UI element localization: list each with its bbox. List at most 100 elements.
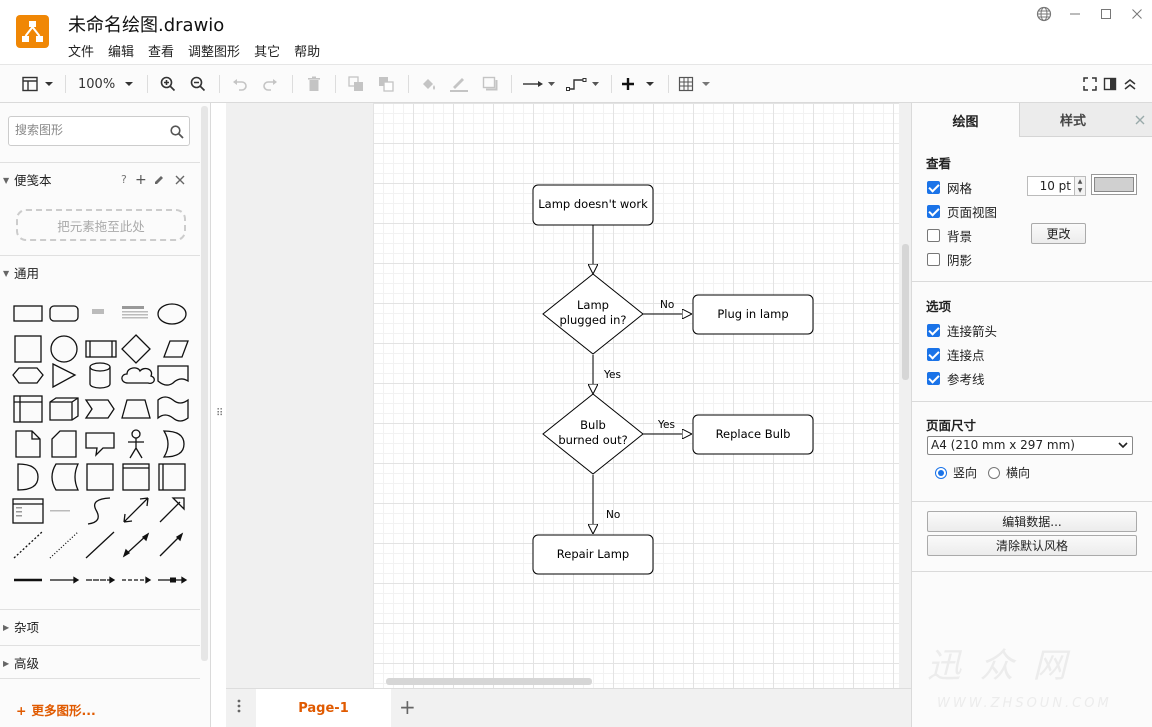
shape-triangle[interactable] [52, 362, 77, 389]
insert-plus-button[interactable] [622, 73, 658, 95]
close-window-icon[interactable] [1121, 0, 1152, 28]
tab-diagram[interactable]: 绘图 [912, 103, 1019, 137]
menu-view[interactable]: 查看 [148, 45, 175, 60]
connection-style-button[interactable] [522, 73, 556, 95]
waypoints-button[interactable] [566, 73, 600, 95]
shape-card[interactable] [51, 430, 77, 458]
canvas-horizontal-scrollbar[interactable] [386, 678, 592, 685]
grid-size-stepper[interactable]: ▲▼ [1075, 176, 1086, 196]
line-color-icon[interactable] [448, 73, 470, 95]
shape-container[interactable] [122, 463, 150, 491]
shape-text[interactable] [92, 309, 104, 314]
edge-label-yes-2[interactable]: Yes [657, 419, 675, 431]
node-repair-lamp[interactable]: Repair Lamp [532, 534, 654, 575]
shape-diamond[interactable] [121, 334, 151, 364]
zoom-dropdown[interactable]: 100% [78, 73, 136, 95]
shape-curve[interactable] [87, 497, 111, 525]
edit-pencil-icon[interactable] [153, 174, 165, 186]
shadow-checkbox[interactable] [927, 253, 940, 266]
shape-delay[interactable] [17, 463, 39, 491]
search-icon[interactable] [170, 125, 184, 139]
shape-list[interactable] [12, 498, 44, 524]
fill-color-icon[interactable] [418, 73, 440, 95]
zoom-out-icon[interactable] [188, 73, 208, 95]
shape-data-storage[interactable] [51, 463, 80, 491]
shape-swimlane[interactable] [158, 463, 186, 491]
shape-tape[interactable] [157, 396, 189, 422]
node-bulb-burned-out[interactable]: Bulb burned out? [542, 393, 644, 475]
landscape-radio-row[interactable]: 横向 [988, 464, 1030, 481]
shape-dotted-line[interactable] [49, 531, 79, 559]
connector-dashed-arrow[interactable] [122, 576, 152, 584]
connector-relation[interactable] [158, 576, 188, 584]
advanced-shapes-header[interactable]: ▶ 高级 [0, 645, 200, 679]
diagram-canvas[interactable]: No Yes Yes No Lamp doesn't work Lamp plu… [226, 103, 911, 688]
change-background-button[interactable]: 更改 [1031, 223, 1086, 244]
shape-cube[interactable] [49, 397, 79, 421]
shape-search-input[interactable] [15, 123, 165, 137]
portrait-radio[interactable] [935, 466, 947, 479]
menu-help[interactable]: 帮助 [294, 45, 321, 60]
shape-directional-line[interactable] [159, 532, 184, 557]
general-shapes-header[interactable]: ▼ 通用 [0, 255, 200, 289]
page-view-checkbox[interactable] [927, 205, 940, 218]
background-checkbox-row[interactable]: 背景 [927, 226, 972, 245]
undo-icon[interactable] [230, 73, 250, 95]
connection-arrows-row[interactable]: 连接箭头 [927, 321, 997, 340]
misc-shapes-header[interactable]: ▶ 杂项 [0, 609, 200, 643]
shape-textbox[interactable] [122, 306, 148, 319]
shadow-checkbox-row[interactable]: 阴影 [927, 250, 972, 269]
edge-label-no-1[interactable]: No [660, 299, 674, 311]
maximize-icon[interactable] [1090, 0, 1121, 28]
zoom-in-icon[interactable] [158, 73, 178, 95]
shape-dashed-line[interactable] [13, 531, 43, 559]
background-checkbox[interactable] [927, 229, 940, 242]
grid-color-picker[interactable] [1091, 174, 1137, 195]
node-lamp-doesnt-work[interactable]: Lamp doesn't work [532, 184, 654, 226]
view-format-button[interactable] [20, 73, 56, 95]
menu-arrange[interactable]: 调整图形 [188, 45, 241, 60]
shape-parallelogram[interactable] [163, 340, 189, 358]
shape-hexagon[interactable] [12, 367, 44, 384]
shape-internal-storage[interactable] [13, 395, 43, 423]
shape-bidirectional-arrow[interactable] [123, 497, 149, 523]
shape-note[interactable] [15, 430, 41, 458]
node-lamp-plugged-in[interactable]: Lamp plugged in? [542, 273, 644, 355]
language-globe-icon[interactable] [1028, 0, 1059, 28]
page-view-checkbox-row[interactable]: 页面视图 [927, 202, 997, 221]
shape-square[interactable] [14, 335, 42, 363]
collapse-toolbar-icon[interactable] [1122, 73, 1138, 95]
fullscreen-icon[interactable] [1082, 73, 1098, 95]
shape-callout[interactable] [85, 432, 115, 457]
close-icon[interactable] [1126, 103, 1152, 137]
connector-arrow[interactable] [50, 576, 80, 584]
shape-or[interactable] [162, 430, 185, 458]
delete-icon[interactable] [304, 73, 324, 95]
shape-actor[interactable] [128, 429, 144, 459]
tab-style[interactable]: 样式 [1019, 103, 1126, 137]
connection-points-row[interactable]: 连接点 [927, 345, 985, 364]
more-shapes-button[interactable]: +更多图形... [16, 700, 96, 719]
scratchpad-drop-zone[interactable]: 把元素拖至此处 [16, 209, 186, 241]
close-icon[interactable] [175, 175, 185, 185]
guides-checkbox[interactable] [927, 372, 940, 385]
sidebar-scrollbar[interactable] [201, 106, 208, 661]
guides-row[interactable]: 参考线 [927, 369, 985, 388]
portrait-radio-row[interactable]: 竖向 [935, 464, 977, 481]
scratchpad-add-button[interactable]: + [135, 171, 147, 188]
shape-ellipse[interactable] [157, 303, 187, 325]
menu-edit[interactable]: 编辑 [108, 45, 135, 60]
connector-labeled-arrow[interactable] [86, 576, 116, 584]
node-plug-in-lamp[interactable]: Plug in lamp [692, 294, 814, 335]
shape-trapezoid[interactable] [121, 399, 151, 419]
shape-cloud[interactable] [121, 367, 155, 384]
shape-step[interactable] [84, 399, 115, 419]
connection-points-checkbox[interactable] [927, 348, 940, 361]
page-menu-dots-icon[interactable] [237, 699, 241, 717]
shape-square-2[interactable] [86, 463, 114, 491]
sidebar-resize-handle[interactable]: ⠿ [216, 408, 224, 419]
grid-checkbox[interactable] [927, 181, 940, 194]
clear-default-style-button[interactable]: 清除默认风格 [927, 535, 1137, 556]
shape-list-item[interactable] [50, 510, 70, 512]
grid-checkbox-row[interactable]: 网格 [927, 178, 972, 197]
